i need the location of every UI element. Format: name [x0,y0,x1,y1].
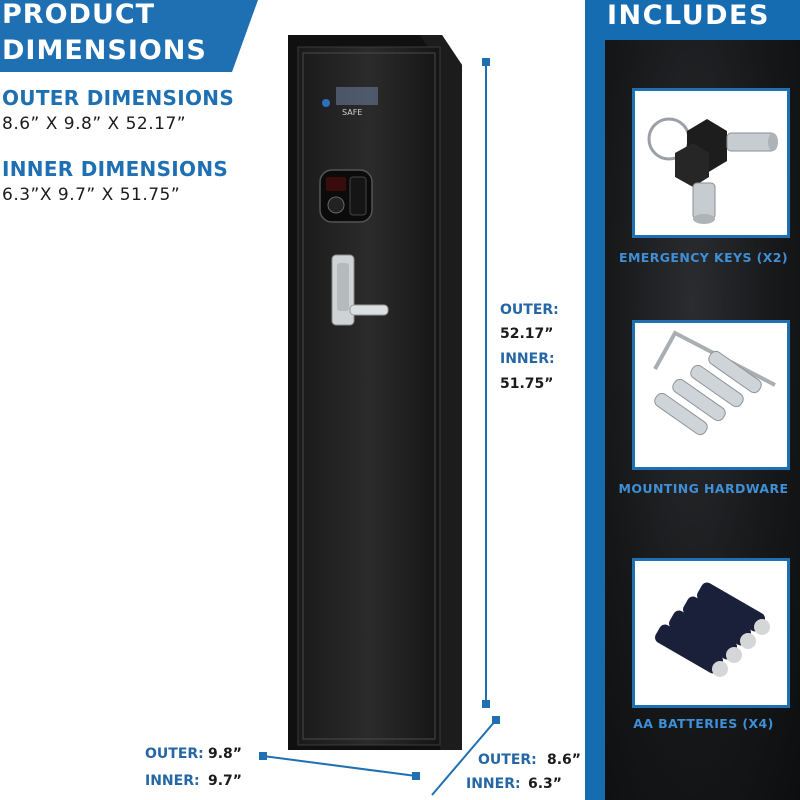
batteries-icon [655,582,770,677]
height-outer-label: OUTER: [500,302,559,318]
aa-batteries-photo [632,558,790,708]
depth-outer-label: OUTER: [478,752,537,768]
aa-batteries-caption: AA BATTERIES (X4) [633,716,774,731]
width-outer-label: OUTER: [145,746,204,762]
depth-outer-value: 8.6” [547,752,582,768]
mounting-hardware-photo [632,320,790,470]
mounting-hardware-caption: MOUNTING HARDWARE [618,481,789,496]
width-inner-label: INNER: [145,773,200,789]
depth-inner-label: INNER: [466,776,521,792]
header-title-line1: PRODUCT [2,0,156,30]
depth-inner-value: 6.3” [528,776,563,792]
emergency-keys-caption: EMERGENCY KEYS (X2) [619,250,788,265]
outer-dimensions-value: 8.6” X 9.8” X 52.17” [2,114,187,134]
width-inner-value: 9.7” [208,773,243,789]
mounting-hardware-icon [653,330,776,436]
includes-title: INCLUDES [607,0,770,31]
height-inner-label: INNER: [500,351,555,367]
height-inner-value: 51.75” [500,376,554,392]
gun-safe-image: SAFE [288,35,462,750]
product-dimensions-banner [0,0,258,72]
keys-icon [647,117,778,224]
header-title-line2: DIMENSIONS [2,35,207,66]
inner-dimensions-value: 6.3”X 9.7” X 51.75” [2,185,181,205]
safe-brand-text: SAFE [342,108,362,117]
width-outer-value: 9.8” [208,746,243,762]
inner-dimensions-heading: INNER DIMENSIONS [2,157,229,181]
outer-dimensions-heading: OUTER DIMENSIONS [2,86,235,110]
height-outer-value: 52.17” [500,326,554,342]
emergency-keys-photo [632,88,790,238]
